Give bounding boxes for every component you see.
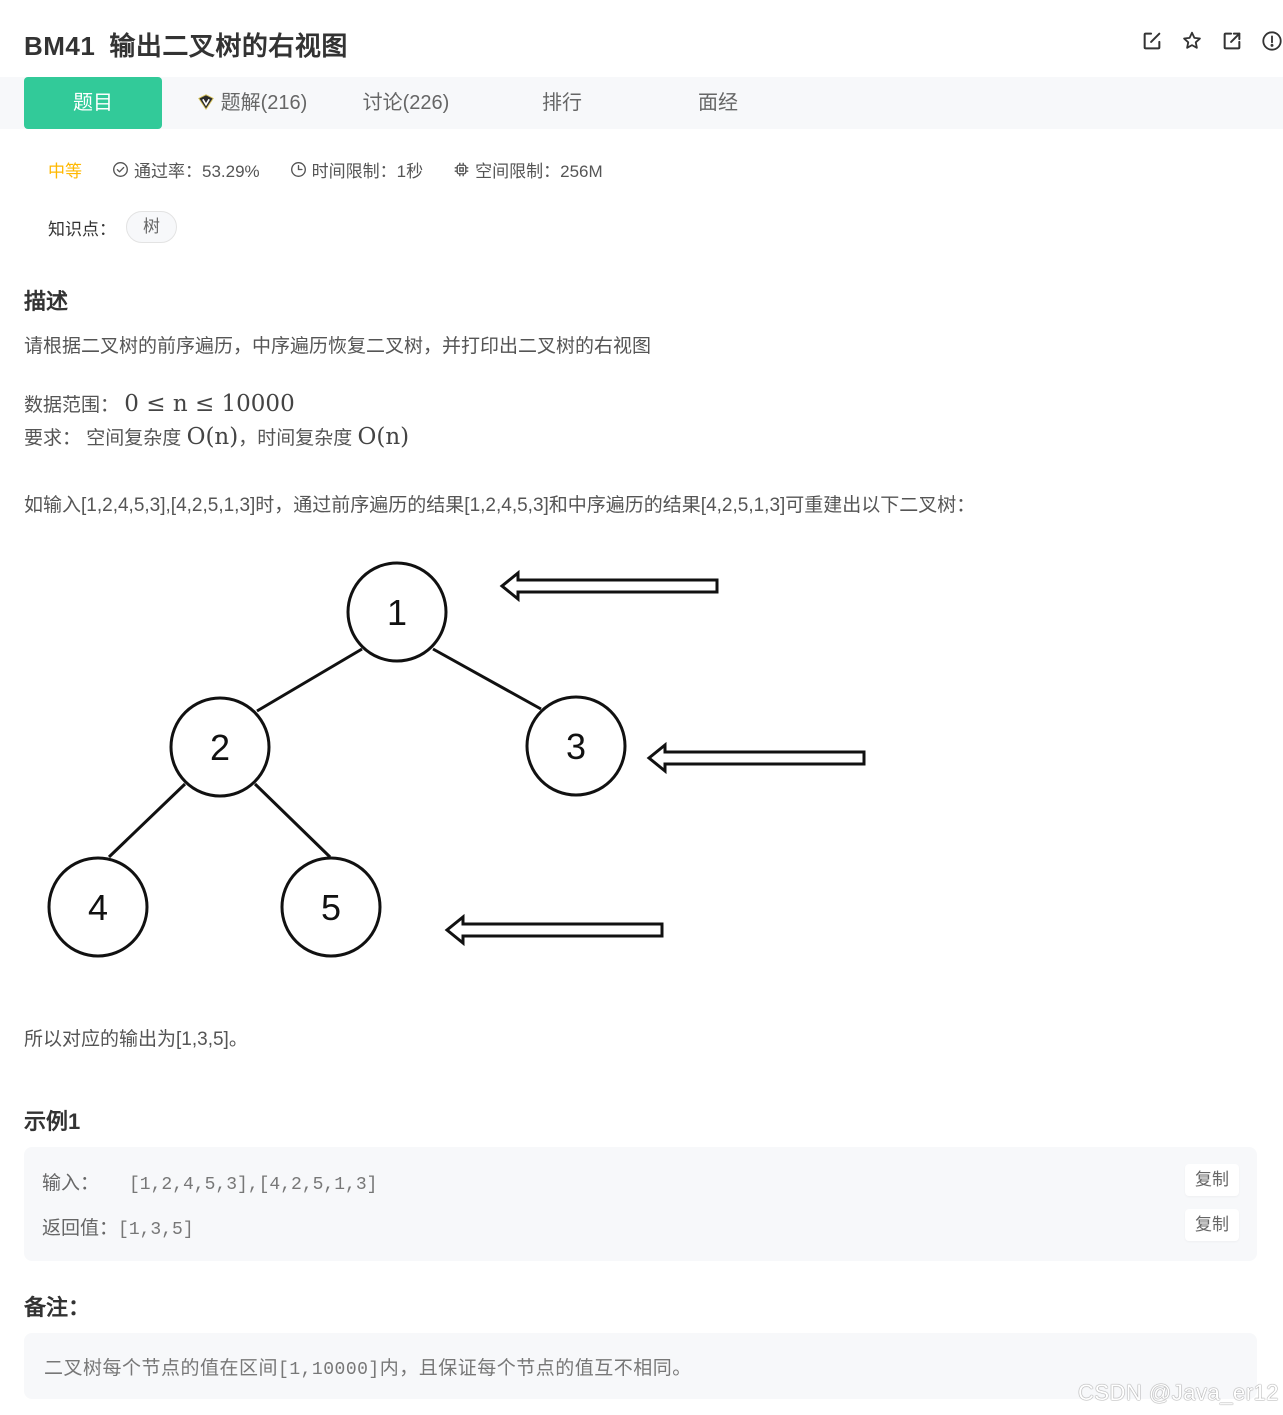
tab-discussion[interactable]: 讨论(226) [362, 92, 450, 114]
difficulty-badge: 中等 [48, 162, 82, 181]
tab-interview[interactable]: 面经 [698, 92, 738, 114]
description-text: 请根据二叉树的前序遍历，中序遍历恢复二叉树，并打印出二叉树的右视图 [24, 336, 652, 357]
tree-nodes [47, 561, 627, 958]
star-icon[interactable] [1181, 30, 1203, 52]
data-range: 数据范围： 0 ≤ n ≤ 10000 [24, 391, 295, 417]
page-title: BM41 输出二叉树的右视图 [24, 26, 348, 63]
requirements: 要求： 空间复杂度 O(n)，时间复杂度 O(n) [24, 424, 410, 450]
tab-bar: 题目 题解(216) 讨论(226) 排行 面经 [0, 77, 1283, 129]
copy-input-button[interactable]: 复制 [1185, 1164, 1239, 1196]
pass-rate: 通过率：53.29% [112, 157, 260, 182]
header-actions [1141, 30, 1283, 52]
knowledge-tag[interactable]: 树 [126, 211, 177, 243]
range-formula: 0 ≤ n ≤ 10000 [124, 391, 295, 417]
example-output: 返回值：[1,3,5] [42, 1218, 194, 1240]
svg-text:2: 2 [210, 727, 230, 768]
knowledge-points: 知识点： 树 [48, 211, 177, 243]
svg-text:1: 1 [387, 592, 407, 633]
input-value: [1,2,4,5,3],[4,2,5,1,3] [129, 1175, 378, 1195]
problem-header: BM41 输出二叉树的右视图 [0, 0, 1283, 77]
edit-icon[interactable] [1141, 30, 1163, 52]
conclusion-text: 所以对应的输出为[1,3,5]。 [24, 1029, 248, 1050]
check-circle-icon [113, 162, 128, 177]
right-view-arrows [444, 569, 866, 947]
example-explanation: 如输入[1,2,4,5,3],[4,2,5,1,3]时，通过前序遍历的结果[1,… [24, 495, 976, 516]
tab-solutions[interactable]: 题解(216) [182, 77, 322, 129]
svg-text:5: 5 [321, 887, 341, 928]
problem-code: BM41 [24, 31, 96, 61]
external-link-icon[interactable] [1221, 30, 1243, 52]
example-box: 输入：[1,2,4,5,3],[4,2,5,1,3] 复制 返回值：[1,3,5… [24, 1147, 1257, 1261]
tab-problem[interactable]: 题目 [24, 77, 162, 129]
time-complexity: O(n) [357, 424, 410, 450]
copy-output-button[interactable]: 复制 [1185, 1209, 1239, 1241]
svg-text:3: 3 [566, 726, 586, 767]
report-icon[interactable] [1261, 30, 1283, 52]
space-limit: 空间限制：256M [453, 157, 603, 182]
time-limit: 时间限制：1秒 [290, 157, 423, 182]
description-title: 描述 [24, 289, 69, 314]
svg-text:4: 4 [88, 887, 108, 928]
note-title: 备注： [24, 1295, 91, 1320]
chip-icon [454, 162, 469, 177]
note-box: 二叉树每个节点的值在区间[1,10000]内，且保证每个节点的值互不相同。 [24, 1333, 1257, 1399]
example-input: 输入：[1,2,4,5,3],[4,2,5,1,3] [42, 1173, 378, 1195]
v-badge-icon [197, 79, 215, 111]
clock-icon [290, 162, 306, 177]
output-value: [1,3,5] [118, 1220, 194, 1240]
watermark: CSDN @Java_er12 [1077, 1380, 1279, 1405]
binary-tree-diagram: 1 2 3 4 5 [47, 561, 866, 958]
note-text: 二叉树每个节点的值在区间[1,10000]内，且保证每个节点的值互不相同。 [44, 1357, 692, 1380]
tree-edges [107, 647, 542, 859]
problem-title: 输出二叉树的右视图 [109, 31, 348, 61]
tab-ranking[interactable]: 排行 [542, 92, 582, 114]
knowledge-label: 知识点： [48, 219, 116, 239]
tree-labels: 1 2 3 4 5 [88, 592, 586, 928]
space-complexity: O(n) [186, 424, 239, 450]
problem-meta: 中等 通过率：53.29% 时间限制：1秒 空间限制：256M [48, 157, 633, 182]
example-title: 示例1 [24, 1109, 81, 1134]
